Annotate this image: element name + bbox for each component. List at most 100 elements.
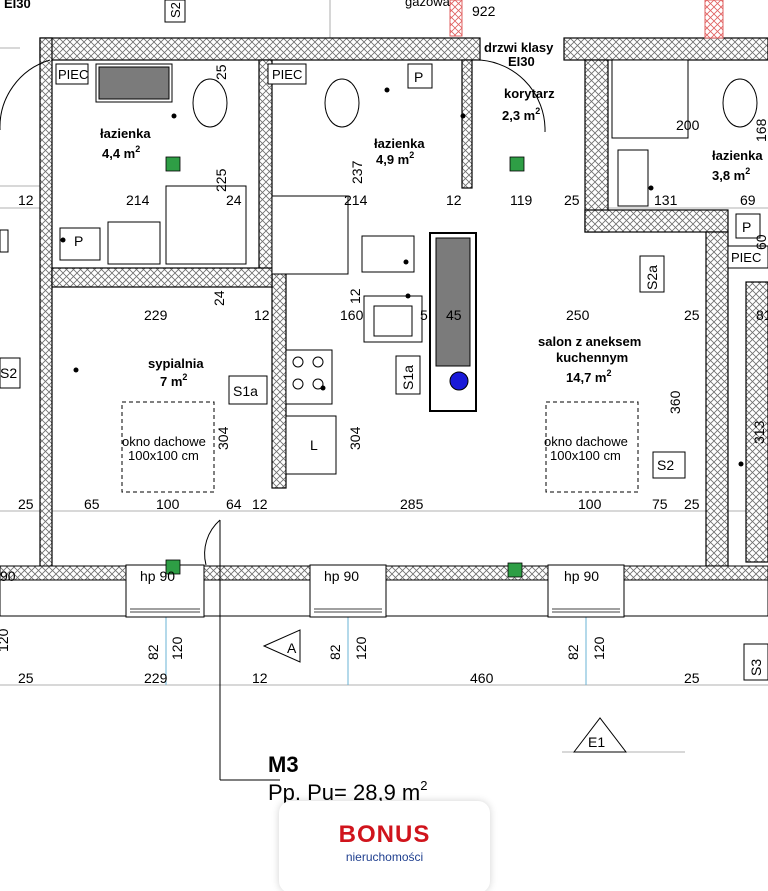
- logo-subtitle: nieruchomości: [345, 850, 424, 864]
- tag-s2-left: S2: [0, 365, 17, 381]
- dim-304b: 304: [347, 426, 363, 450]
- door-label-2: EI30: [508, 54, 535, 69]
- tag-e1: E1: [588, 734, 605, 750]
- dim-304a: 304: [215, 426, 231, 450]
- bedroom-area: 7 m2: [160, 372, 187, 389]
- tag-s2a: S2a: [644, 265, 660, 290]
- vent-grilles: [165, 156, 525, 578]
- bath2-p: P: [414, 69, 423, 85]
- tag-p-left: P: [74, 233, 83, 249]
- dim-12b: 12: [446, 192, 462, 208]
- door-swings: [0, 59, 546, 781]
- dim-214b: 214: [344, 192, 368, 208]
- hp-2: hp 90: [324, 568, 359, 584]
- plan-texts: gazowa 922 EI30 S2 drzwi klasy EI30 kory…: [0, 0, 768, 805]
- dim-82a: 82: [145, 644, 161, 660]
- dim-60: 60: [753, 234, 768, 250]
- bedroom-name: sypialnia: [148, 356, 204, 371]
- dim-90: 90: [0, 568, 16, 584]
- dim-12a: 12: [18, 192, 34, 208]
- dim-65: 65: [84, 496, 100, 512]
- dim-25c: 25: [684, 307, 700, 323]
- dim-75: 75: [652, 496, 668, 512]
- salon-window-1: okno dachowe: [544, 434, 628, 449]
- dim-229b: 229: [144, 670, 168, 686]
- dim-12d: 12: [347, 288, 363, 304]
- dim-250: 250: [566, 307, 590, 323]
- dim-12e: 12: [252, 496, 268, 512]
- dim-160: 160: [340, 307, 364, 323]
- dim-360: 360: [667, 390, 683, 414]
- section-marker-a: [262, 629, 301, 663]
- dim-12f: 12: [252, 670, 268, 686]
- dim-100a: 100: [156, 496, 180, 512]
- hp-3: hp 90: [564, 568, 599, 584]
- unit-area: Pp. Pu= 28,9 m2: [268, 778, 428, 805]
- salon-name-2: kuchennym: [556, 350, 628, 365]
- tag-boxes: [0, 0, 768, 681]
- dim-214a: 214: [126, 192, 150, 208]
- bath2-piec: PIEC: [272, 67, 302, 82]
- dim-69: 69: [740, 192, 756, 208]
- tag-l: L: [310, 437, 318, 453]
- dim-237: 237: [349, 160, 365, 184]
- bath1-name: łazienka: [100, 126, 151, 141]
- tag-p-right: P: [742, 219, 751, 235]
- unit-code: M3: [268, 752, 299, 777]
- flue-ducts: [449, 0, 724, 39]
- bath1-area: 4,4 m2: [102, 144, 140, 161]
- dim-82b: 82: [327, 644, 343, 660]
- dim-12c: 12: [254, 307, 270, 323]
- dim-313: 313: [751, 420, 767, 444]
- dim-119: 119: [510, 192, 533, 208]
- dim-25e: 25: [684, 496, 700, 512]
- tag-s1a-kit: S1a: [400, 365, 416, 390]
- marker-dots: [60, 87, 744, 467]
- skylights: [121, 401, 639, 493]
- dim-25b: 25: [564, 192, 580, 208]
- tag-piec-right: PIEC: [731, 250, 761, 265]
- dim-81: 81: [756, 307, 768, 323]
- ei30-left: EI30: [4, 0, 31, 11]
- walls: [39, 37, 768, 569]
- bath3-area: 3,8 m2: [712, 166, 750, 183]
- corridor-name: korytarz: [504, 86, 555, 101]
- bath2-name: łazienka: [374, 136, 425, 151]
- dim-25a: 25: [213, 64, 229, 80]
- tag-a: A: [287, 640, 297, 656]
- dim-131: 131: [654, 192, 678, 208]
- dim-168: 168: [753, 118, 768, 142]
- dim-200: 200: [676, 117, 700, 133]
- corridor-area: 2,3 m2: [502, 106, 540, 123]
- dim-922: 922: [472, 3, 496, 19]
- bath2-area: 4,9 m2: [376, 150, 414, 167]
- salon-area: 14,7 m2: [566, 368, 612, 385]
- dim-24a: 24: [226, 192, 242, 208]
- dim-5: 5: [420, 307, 428, 323]
- bedroom-window-2: 100x100 cm: [128, 448, 199, 463]
- salon-name-1: salon z aneksem: [538, 334, 641, 349]
- dim-25d: 25: [18, 496, 34, 512]
- fixtures: [95, 59, 758, 475]
- salon-window-2: 100x100 cm: [550, 448, 621, 463]
- section-marker-e1: [572, 717, 628, 753]
- bath3-name: łazienka: [712, 148, 763, 163]
- gas-label: gazowa: [405, 0, 451, 9]
- dim-120l: 120: [0, 628, 11, 652]
- dim-285: 285: [400, 496, 424, 512]
- chimney: [429, 232, 477, 412]
- dim-25g: 25: [684, 670, 700, 686]
- dim-24b: 24: [211, 290, 227, 306]
- tag-s3: S3: [748, 659, 764, 676]
- bottom-wall: [0, 564, 768, 618]
- dim-100b: 100: [578, 496, 602, 512]
- dim-229a: 229: [144, 307, 168, 323]
- bath1-piec: PIEC: [58, 67, 88, 82]
- dim-225: 225: [213, 168, 229, 192]
- hp-1: hp 90: [140, 568, 175, 584]
- dim-460: 460: [470, 670, 494, 686]
- dim-64: 64: [226, 496, 242, 512]
- door-label-1: drzwi klasy: [484, 40, 554, 55]
